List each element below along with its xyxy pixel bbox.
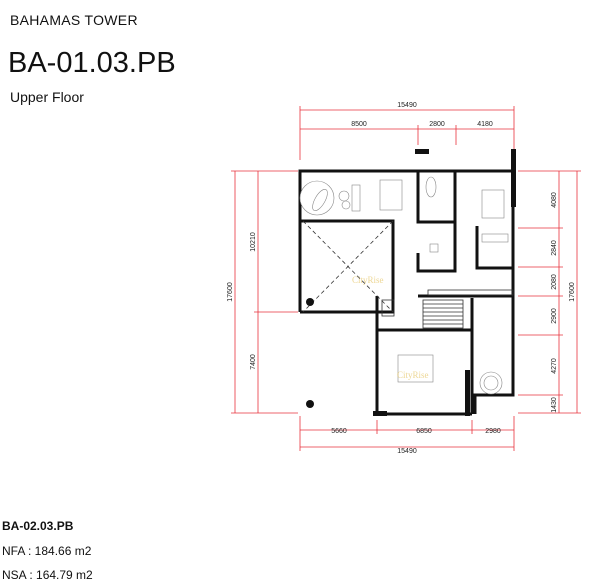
plant-dot: [306, 400, 314, 408]
watermark-logo: CityRise: [352, 275, 384, 285]
bed: [379, 179, 403, 211]
furniture: [299, 176, 514, 408]
nfa-area: NFA : 184.66 m2: [2, 544, 92, 558]
nsa-area: NSA : 164.79 m2: [2, 568, 93, 582]
dim-left-1: 10210: [250, 232, 257, 252]
dim-top-total: 15490: [397, 102, 417, 109]
dim-right-6: 1430: [551, 397, 558, 413]
watermark-logo: CityRise: [397, 370, 429, 380]
dim-left-2: 7400: [250, 354, 257, 370]
dim-bottom-3: 2980: [485, 428, 501, 435]
dim-top-3: 4180: [477, 121, 493, 128]
unit-code-title: BA-01.03.PB: [8, 47, 176, 79]
dim-right-1: 4080: [551, 192, 558, 208]
left-dimensions: 17600 10210 7400: [227, 170, 298, 414]
dim-top-2: 2800: [429, 121, 445, 128]
dim-bottom-total: 15490: [397, 448, 417, 455]
walls: [298, 149, 516, 416]
dim-right-2: 2840: [551, 240, 558, 256]
dim-right-total: 17600: [569, 282, 576, 302]
top-dimensions: 15490 8500 2800 4180: [299, 102, 515, 160]
plant-dot: [306, 298, 314, 306]
bed: [397, 354, 434, 383]
bed: [481, 189, 505, 219]
dim-bottom-2: 6850: [416, 428, 432, 435]
dim-left-total: 17600: [227, 282, 234, 302]
unit-reference: BA-02.03.PB: [2, 519, 74, 533]
dim-right-4: 2900: [551, 308, 558, 324]
right-dimensions: 4080 2840 2080 2900 4270 1430 17600: [518, 170, 581, 414]
sofa: [351, 184, 361, 212]
dim-right-5: 4270: [551, 358, 558, 374]
bottom-dimensions: 5660 6850 2980 15490: [299, 416, 515, 455]
tower-name: BAHAMAS TOWER: [10, 12, 138, 28]
toilet: [429, 243, 439, 253]
bathtub: [425, 176, 437, 198]
dim-right-3: 2080: [551, 274, 558, 290]
floor-label: Upper Floor: [10, 89, 84, 105]
dim-top-1: 8500: [351, 121, 367, 128]
dim-bottom-1: 5660: [331, 428, 347, 435]
staircase: [422, 289, 514, 329]
